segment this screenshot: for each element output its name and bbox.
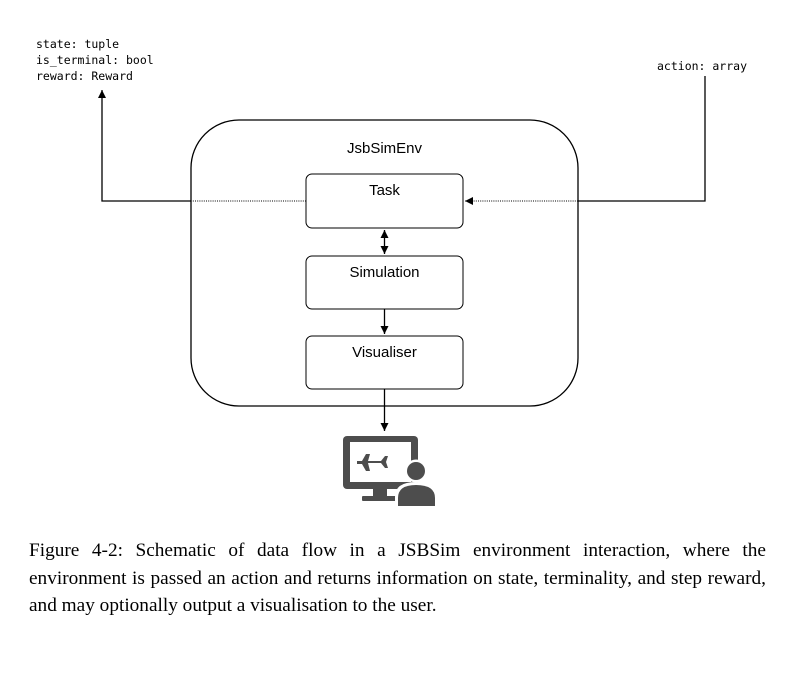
output-reward-label: reward: Reward (36, 69, 133, 83)
input-line (578, 76, 706, 202)
task-label: Task (369, 182, 400, 199)
env-title: JsbSimEnv (347, 140, 423, 157)
figure-caption: Figure 4-2: Schematic of data flow in a … (29, 540, 766, 616)
monitor-airplane-user-icon (343, 436, 438, 506)
visualiser-label: Visualiser (352, 344, 417, 361)
output-state-label: state: tuple (36, 37, 119, 51)
input-action-label: action: array (657, 59, 747, 73)
simulation-label: Simulation (349, 264, 419, 281)
output-is-terminal-label: is_terminal: bool (36, 53, 154, 67)
data-flow-diagram: state: tuple is_terminal: bool reward: R… (36, 37, 747, 506)
output-arrow (98, 90, 191, 202)
